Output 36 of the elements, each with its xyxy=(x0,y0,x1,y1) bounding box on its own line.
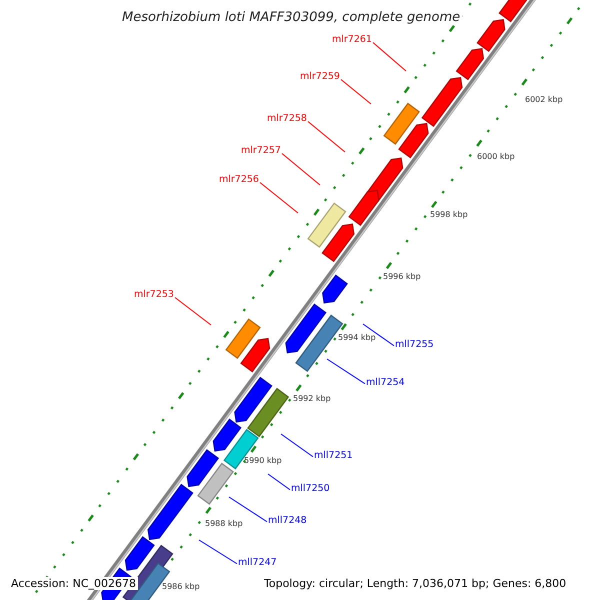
info-text: Accession: NC_002678 xyxy=(9,577,138,590)
scale-label: 6000 kbp xyxy=(477,153,515,161)
leader-line xyxy=(198,540,238,564)
leader-line xyxy=(362,324,394,346)
gene-label: mlr7257 xyxy=(241,146,281,156)
leader-line xyxy=(372,42,406,72)
leader-line xyxy=(340,79,372,104)
gene-label: mll7250 xyxy=(291,484,330,494)
gene-label: mll7255 xyxy=(395,340,434,350)
leader-line xyxy=(326,358,366,384)
leader-line xyxy=(281,153,320,186)
gene-label: mlr7261 xyxy=(332,35,372,44)
leader-line xyxy=(174,297,212,326)
gene-label: mlr7259 xyxy=(300,72,340,82)
scale-label: 5986 kbp xyxy=(162,583,200,591)
scale-label: 6002 kbp xyxy=(525,96,563,104)
scale-label: 5988 kbp xyxy=(205,520,243,528)
gene-label: mlr7258 xyxy=(267,114,307,124)
leader-line xyxy=(280,434,314,458)
scale-label: 5990 kbp xyxy=(244,457,282,465)
scale-label: 5996 kbp xyxy=(383,273,421,281)
scale-label: 5994 kbp xyxy=(338,334,376,342)
gene-label: mll7247 xyxy=(238,558,277,568)
gene-label: mll7248 xyxy=(268,516,307,526)
scale-label: 5998 kbp xyxy=(430,211,468,219)
gene-label: mlr7256 xyxy=(219,175,259,184)
leader-line xyxy=(307,121,346,152)
gene-label: mll7254 xyxy=(366,378,405,388)
info-text: Topology: circular; Length: 7,036,071 bp; Genes: 6,800 xyxy=(262,577,568,590)
gene-label: mll7251 xyxy=(314,451,353,460)
leader-line xyxy=(268,474,290,490)
leader-line xyxy=(259,182,298,214)
diagram-title: Mesorhizobium loti MAFF303099, complete genome xyxy=(120,10,462,25)
scale-label: 5992 kbp xyxy=(293,395,331,403)
leader-line xyxy=(228,496,268,522)
gene-label: mlr7253 xyxy=(134,290,174,300)
